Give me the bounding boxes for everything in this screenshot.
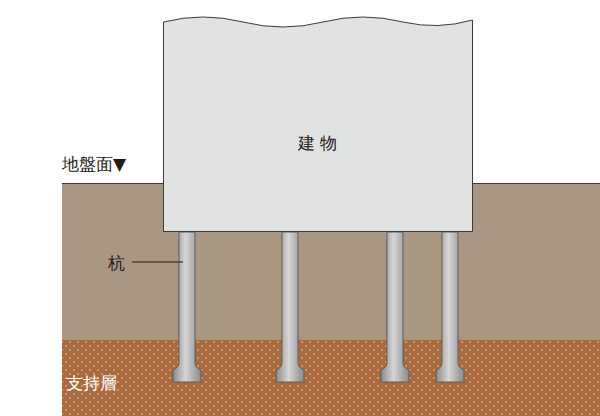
layer-label: 支持層 [66, 372, 117, 395]
building-outline [164, 17, 473, 232]
bearing-layer-band: 支持層 [62, 340, 600, 416]
leader-line [132, 262, 183, 263]
piles [173, 232, 464, 382]
bearing-layer [62, 340, 600, 416]
building-shape [163, 14, 473, 232]
building-label: 建 物 [298, 132, 337, 155]
pile-label: 杭 [108, 252, 125, 275]
building-box: 建 物 [163, 14, 473, 232]
pile [173, 232, 201, 382]
bearing-texture [62, 340, 600, 416]
pile [436, 232, 464, 382]
pile [276, 232, 304, 382]
ground-level-label: 地盤面▼ [62, 153, 126, 176]
pile [381, 232, 409, 382]
